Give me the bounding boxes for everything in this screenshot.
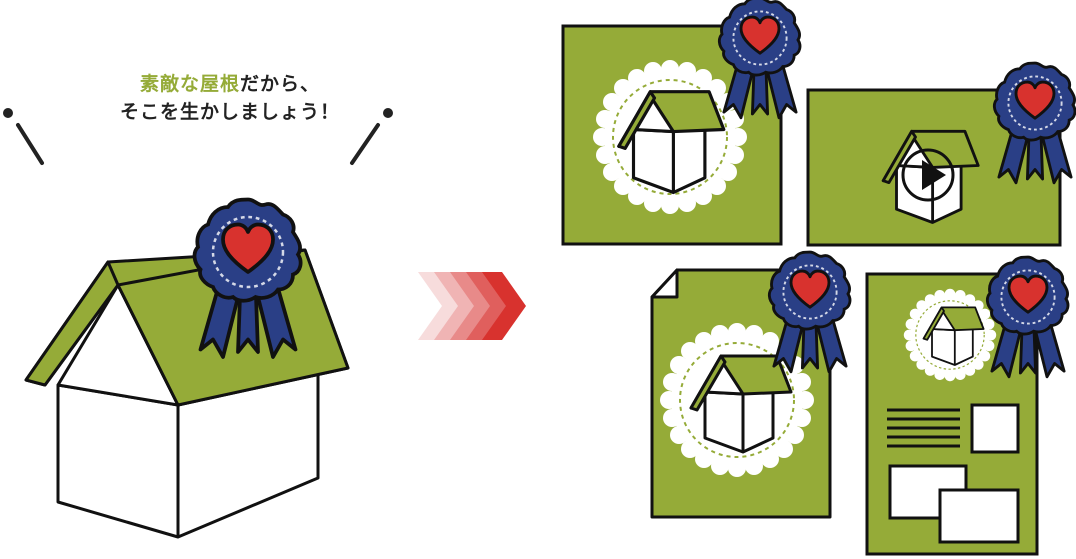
photo-placeholder: [938, 488, 1020, 544]
photo-placeholder: [970, 403, 1020, 454]
excitement-marks-icon: [3, 108, 393, 165]
headline: 素敵な屋根だから、 そこを生かしましょう！: [40, 70, 420, 126]
card-video: [806, 61, 1076, 247]
card-document-ribbon-icon: [767, 250, 852, 374]
text-lines: [887, 408, 960, 448]
headline-highlight: 素敵な屋根: [139, 73, 240, 95]
chevron-arrow-icon: [418, 272, 526, 340]
card-document: [650, 250, 852, 519]
card-flyer-ribbon-icon: [985, 255, 1070, 379]
card-flyer: [865, 255, 1070, 556]
headline-rest: だから、: [240, 73, 321, 95]
card-video-ribbon-icon: [992, 61, 1076, 185]
card-photo: [561, 0, 802, 246]
main-house-icon: [24, 248, 350, 539]
headline-line-1: 素敵な屋根だから、: [40, 70, 420, 98]
play-icon: [922, 160, 946, 190]
main-award-ribbon-icon: [192, 197, 303, 359]
card-photo-ribbon-icon: [717, 0, 802, 120]
headline-line-2: そこを生かしましょう！: [119, 101, 340, 123]
